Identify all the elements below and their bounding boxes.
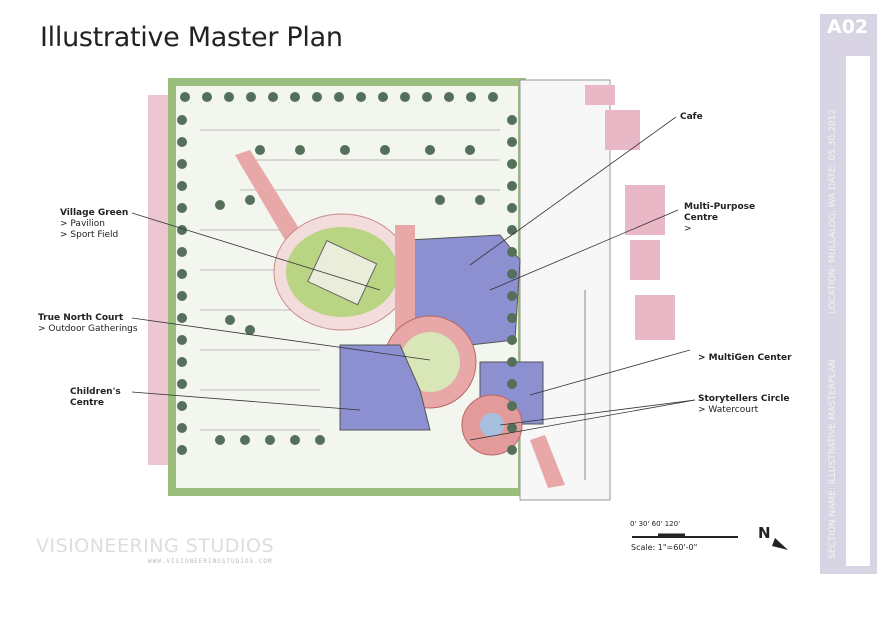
tree-icon [255,145,265,155]
tree-icon [507,313,517,323]
tree-icon [177,247,187,257]
tree-icon [507,401,517,411]
tree-icon [225,315,235,325]
location-date: LOCATION: MULLALOO, WA DATE: 05.30.2012 [828,109,838,314]
tree-icon [177,159,187,169]
neighbour-houses-right [585,85,675,340]
tree-icon [290,92,300,102]
section-name: SECTION NAME: ILLUSTRATIVE MASTERPLAN [828,359,838,559]
tree-icon [268,92,278,102]
tree-icon [177,423,187,433]
tree-icon [240,435,250,445]
tree-icon [246,92,256,102]
north-arrow-icon [772,538,788,550]
tree-icon [265,435,275,445]
tree-icon [475,195,485,205]
tree-icon [356,92,366,102]
tree-icon [435,195,445,205]
tree-icon [177,313,187,323]
tree-icon [444,92,454,102]
tree-icon [507,335,517,345]
tree-icon [507,357,517,367]
label-storytellers-circle: Storytellers Circle> Watercourt [698,394,790,415]
true-north-court-lawn [400,332,460,392]
label-true-north-court: True North Court> Outdoor Gatherings [38,313,138,334]
tree-icon [507,159,517,169]
tree-icon [378,92,388,102]
tree-icon [507,181,517,191]
tree-icon [224,92,234,102]
tree-icon [507,291,517,301]
tree-icon [507,247,517,257]
tree-icon [177,181,187,191]
childrens-centre [339,344,431,431]
tree-icon [177,115,187,125]
tree-icon [177,379,187,389]
tree-icon [177,269,187,279]
title-block-panel [846,56,870,566]
tree-icon [215,435,225,445]
label-village-green: Village Green> Pavilion> Sport Field [60,208,129,240]
tree-icon [177,335,187,345]
tree-icon [507,137,517,147]
studio-logo: VISIONEERING STUDIOS [36,535,275,557]
tree-icon [177,137,187,147]
label-multigen-center: > MultiGen Center [698,353,792,363]
sport-field [307,239,378,306]
tree-icon [295,145,305,155]
tree-icon [466,92,476,102]
tree-icon [422,92,432,102]
north-label: N [758,524,771,542]
tree-icon [465,145,475,155]
tree-icon [488,92,498,102]
trees [177,92,517,455]
tree-icon [177,445,187,455]
parking-lots [200,129,500,431]
tree-icon [180,92,190,102]
tree-icon [507,115,517,125]
entry-path [530,435,565,488]
tree-icon [507,379,517,389]
tree-icon [177,401,187,411]
scale-ticks: 0' 30' 60' 120' [630,520,681,528]
tree-icon [312,92,322,102]
tree-icon [507,225,517,235]
tree-icon [507,203,517,213]
watercourt [480,413,504,437]
diagonal-path [235,150,300,240]
tree-icon [177,357,187,367]
tree-icon [177,291,187,301]
tree-icon [507,445,517,455]
tree-icon [507,269,517,279]
tree-icon [215,200,225,210]
tree-icon [507,423,517,433]
tree-icon [290,435,300,445]
tree-icon [334,92,344,102]
leader-lines [131,116,696,441]
road [519,79,611,501]
tree-icon [340,145,350,155]
page-title: Illustrative Master Plan [40,22,343,53]
tree-icon [245,195,255,205]
tree-icon [245,325,255,335]
tree-icon [202,92,212,102]
sheet-number: A02 [827,16,869,38]
tree-icon [315,435,325,445]
scale-text: Scale: 1"=60'-0" [631,543,698,552]
title-block: A02 LOCATION: MULLALOO, WA DATE: 05.30.2… [820,14,877,574]
plaza-paving [395,225,415,345]
tree-icon [177,203,187,213]
scale-bar [632,533,738,538]
studio-url: WWW.VISIONEERINGSTUDIOS.COM [148,558,273,565]
label-cafe: Cafe [680,112,703,122]
tree-icon [400,92,410,102]
tree-icon [425,145,435,155]
tree-icon [380,145,390,155]
